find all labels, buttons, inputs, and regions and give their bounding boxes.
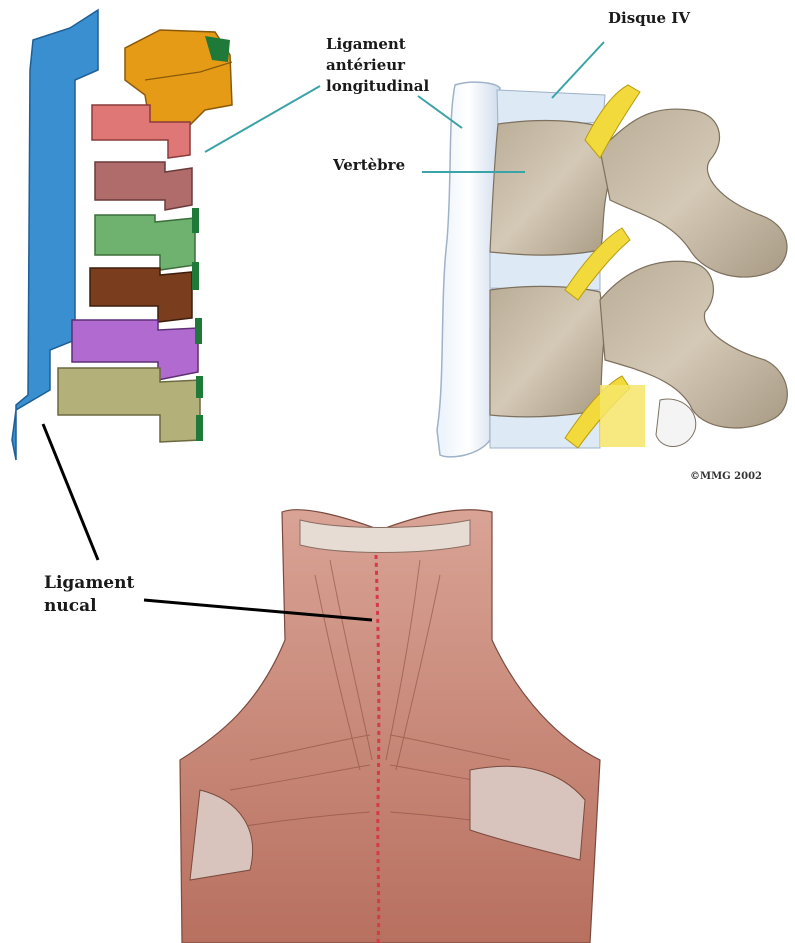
- copyright-notice: ©MMG 2002: [690, 471, 762, 482]
- posterior-arch-1: [600, 109, 787, 277]
- vertebral-body-2: [490, 286, 605, 416]
- leader-disque: [552, 42, 604, 98]
- label-disque-iv: Disque IV: [608, 8, 690, 28]
- label-ligament-anterieur-line1: Ligament: [326, 34, 406, 54]
- label-ligament-anterieur-line3: longitudinal: [326, 76, 429, 96]
- label-ligament-nucal-line2: nucal: [44, 595, 97, 617]
- leader-nucal-upper: [43, 424, 98, 560]
- label-ligament-nucal-line1: Ligament: [44, 572, 134, 594]
- label-ligament-anterieur-line2: antérieur: [326, 55, 405, 75]
- label-vertebre: Vertèbre: [333, 155, 405, 175]
- muscle-region: [180, 510, 600, 943]
- back-muscles-illustration: [180, 510, 600, 943]
- realistic-spine: [437, 82, 787, 457]
- schematic-spine: [12, 10, 232, 460]
